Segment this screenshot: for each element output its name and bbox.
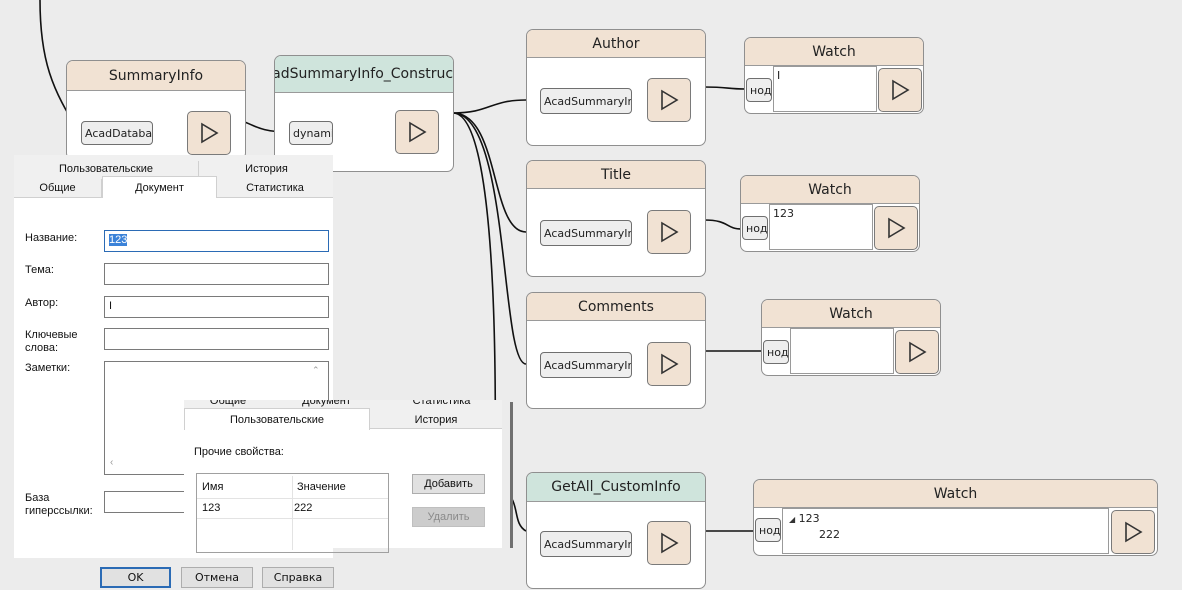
- watch-node-author[interactable]: Watch I нод: [744, 37, 924, 114]
- input-port[interactable]: AcadSummaryInfo: [540, 531, 632, 557]
- properties-table[interactable]: Имя Значение 123 222: [196, 473, 389, 553]
- node-title: Watch: [754, 480, 1157, 508]
- node-title: Comments: [527, 293, 705, 321]
- node-title: Author: [527, 30, 705, 58]
- input-port[interactable]: нод: [746, 78, 772, 102]
- watch-node-custominfo[interactable]: Watch ◢ 123 222 нод: [753, 479, 1158, 556]
- tab-document-back[interactable]: Документ: [302, 400, 351, 407]
- node-title: Watch: [741, 176, 919, 204]
- run-button[interactable]: [647, 342, 691, 386]
- input-port[interactable]: dynamic: [289, 121, 333, 145]
- tab-stats[interactable]: Статистика: [246, 182, 304, 194]
- input-port[interactable]: AcadSummaryInfo: [540, 352, 632, 378]
- node-title: Watch: [745, 38, 923, 66]
- watch-value: 123: [773, 207, 794, 220]
- tree-child: 222: [819, 528, 840, 541]
- keywords-label: Ключевые слова:: [25, 329, 78, 354]
- tab-custom[interactable]: Пользовательские: [14, 161, 199, 177]
- tree-root: ◢ 123: [789, 511, 1102, 527]
- watch-output: 123: [769, 204, 873, 250]
- node-title: Watch: [762, 300, 940, 328]
- play-icon: [661, 353, 679, 375]
- remove-button[interactable]: Удалить: [412, 507, 485, 527]
- input-port[interactable]: нод: [742, 216, 768, 240]
- watch-output: I: [773, 66, 877, 112]
- scroll-up-icon[interactable]: ⌃: [312, 365, 320, 375]
- tab-stats-back[interactable]: Статистика: [412, 400, 471, 407]
- scroll-left-icon[interactable]: ‹: [110, 457, 114, 468]
- subject-label: Тема:: [25, 264, 54, 276]
- node-title: GetAll_CustomInfo: [527, 473, 705, 502]
- play-icon: [409, 121, 427, 143]
- summaryinfo-node[interactable]: SummaryInfo AcadDatabase: [66, 60, 246, 160]
- row-value[interactable]: 222: [294, 502, 313, 514]
- tab-history[interactable]: История: [245, 163, 288, 175]
- watch-output: ◢ 123 222: [782, 508, 1109, 554]
- play-icon: [201, 122, 219, 144]
- play-icon: [888, 217, 906, 239]
- tab-history[interactable]: История: [370, 411, 502, 429]
- input-port[interactable]: AcadDatabase: [81, 121, 153, 145]
- subject-field[interactable]: [104, 263, 329, 285]
- run-button[interactable]: [647, 521, 691, 565]
- run-button[interactable]: [187, 111, 231, 155]
- keywords-field[interactable]: [104, 328, 329, 350]
- notes-label: Заметки:: [25, 362, 71, 374]
- comments-node[interactable]: Comments AcadSummaryInfo: [526, 292, 706, 409]
- run-button[interactable]: [395, 110, 439, 154]
- watch-output: [790, 328, 894, 374]
- help-button[interactable]: Справка: [262, 567, 334, 588]
- tab-custom[interactable]: Пользовательские: [184, 408, 370, 430]
- input-port[interactable]: AcadSummaryInfo: [540, 88, 632, 114]
- node-title: SummaryInfo: [67, 61, 245, 91]
- watch-node-comments[interactable]: Watch нод: [761, 299, 941, 376]
- tree-root-value: 123: [798, 512, 820, 525]
- watch-value: I: [777, 69, 781, 82]
- author-label: Автор:: [25, 297, 59, 309]
- tab-document[interactable]: Документ: [102, 176, 217, 198]
- run-button[interactable]: [647, 78, 691, 122]
- input-port[interactable]: нод: [755, 518, 781, 542]
- play-icon: [661, 89, 679, 111]
- title-node[interactable]: Title AcadSummaryInfo: [526, 160, 706, 277]
- collapse-triangle-icon[interactable]: ◢: [789, 515, 796, 524]
- node-title: Title: [527, 161, 705, 189]
- tab-general-back[interactable]: Общие: [209, 400, 247, 407]
- column-header-name[interactable]: Имя: [202, 481, 224, 493]
- run-button[interactable]: [874, 206, 918, 250]
- cancel-button[interactable]: Отмена: [181, 567, 253, 588]
- name-value: 123: [109, 234, 128, 246]
- ok-button[interactable]: OK: [100, 567, 171, 588]
- play-icon: [661, 221, 679, 243]
- input-port[interactable]: AcadSummaryInfo: [540, 220, 632, 246]
- name-label: Название:: [25, 232, 78, 244]
- author-node[interactable]: Author AcadSummaryInfo: [526, 29, 706, 146]
- other-properties-label: Прочие свойства:: [194, 446, 284, 458]
- column-header-value[interactable]: Значение: [297, 481, 346, 493]
- play-icon: [661, 532, 679, 554]
- custom-properties-dialog: Общие Документ Статистика Пользовательск…: [184, 400, 502, 553]
- getall-custominfo-node[interactable]: GetAll_CustomInfo AcadSummaryInfo: [526, 472, 706, 589]
- run-button[interactable]: [1111, 510, 1155, 554]
- play-icon: [1125, 521, 1143, 543]
- play-icon: [909, 341, 927, 363]
- play-icon: [892, 79, 910, 101]
- run-button[interactable]: [647, 210, 691, 254]
- add-button[interactable]: Добавить: [412, 474, 485, 494]
- row-name[interactable]: 123: [202, 502, 221, 514]
- window-edge: [510, 402, 513, 548]
- hyperlink-label: База гиперссылки:: [25, 492, 93, 517]
- node-title: AcadSummaryInfo_Constructor: [275, 56, 453, 93]
- input-port[interactable]: нод: [763, 340, 789, 364]
- run-button[interactable]: [878, 68, 922, 112]
- author-field[interactable]: I: [104, 296, 329, 318]
- constructor-node[interactable]: AcadSummaryInfo_Constructor dynamic: [274, 55, 454, 172]
- tab-general[interactable]: Общие: [14, 179, 102, 197]
- watch-node-title[interactable]: Watch 123 нод: [740, 175, 920, 252]
- name-field[interactable]: 123: [104, 230, 329, 252]
- run-button[interactable]: [895, 330, 939, 374]
